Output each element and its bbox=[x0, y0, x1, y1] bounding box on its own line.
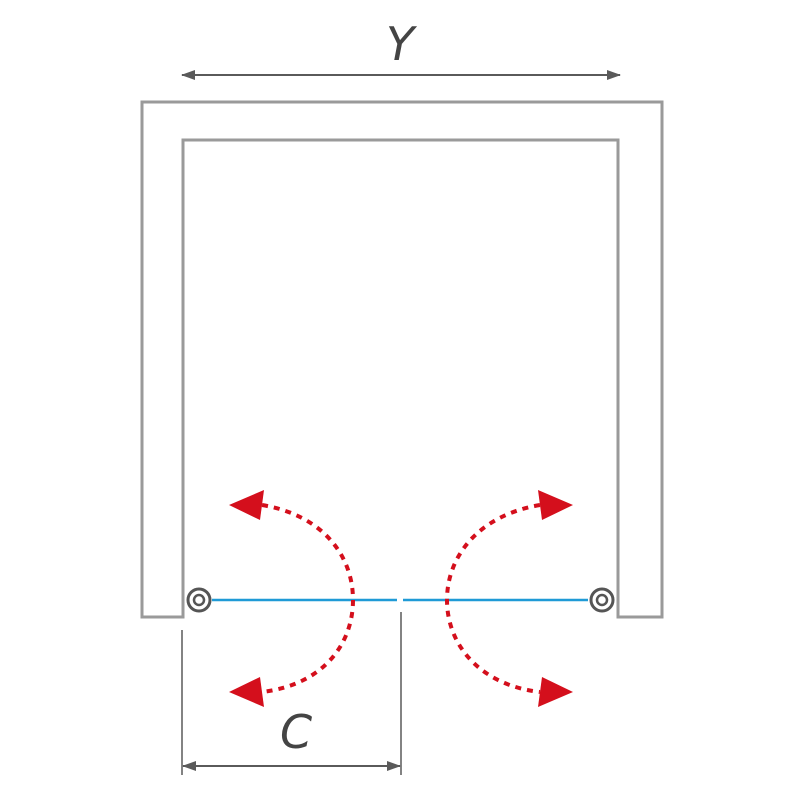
swing-arc-right bbox=[444, 490, 573, 707]
dimension-y: Y bbox=[181, 17, 621, 80]
swing-arc-left bbox=[229, 490, 356, 707]
hinge-left-icon bbox=[186, 587, 212, 613]
dimension-y-label: Y bbox=[386, 17, 418, 71]
wall-outline bbox=[140, 100, 664, 619]
swing-arrow-left-down-icon bbox=[229, 677, 264, 707]
swing-arc-left-path bbox=[261, 503, 356, 694]
dimension-c-label: C bbox=[280, 705, 312, 759]
swing-arrow-right-down-icon bbox=[538, 677, 573, 707]
swing-arrow-right-up-icon bbox=[538, 490, 573, 520]
hinge-right-icon bbox=[589, 587, 615, 613]
swing-arc-right-path bbox=[444, 503, 541, 694]
dimension-c: C bbox=[181, 612, 402, 775]
swing-arrow-left-up-icon bbox=[229, 490, 264, 520]
